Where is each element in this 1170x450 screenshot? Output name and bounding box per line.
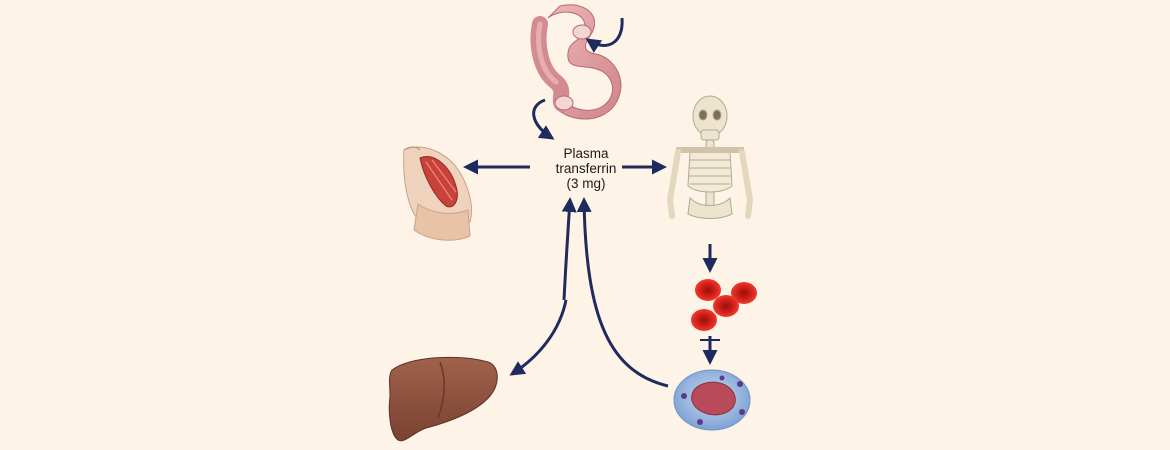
red-blood-cells-icon [691, 279, 757, 331]
liver-to-plasma-arrow [561, 197, 577, 301]
center-label-line2: transferrin [555, 161, 617, 176]
skeleton-icon [666, 95, 754, 219]
plasma-transferrin-label: Plasma transferrin (3 mg) [538, 146, 634, 191]
liver-icon [388, 356, 498, 442]
intestine-intake-arrow [585, 17, 624, 53]
center-label-line1: Plasma [563, 146, 609, 161]
center-label-line3: (3 mg) [566, 176, 606, 191]
intestine-icon [530, 4, 622, 120]
plasma-to-liver-arrow [509, 299, 568, 376]
macrophage-to-plasma-arrow [576, 197, 669, 388]
intestine-to-plasma-arrow [532, 98, 555, 140]
macrophage-icon [673, 369, 751, 431]
muscle-icon [403, 146, 473, 241]
